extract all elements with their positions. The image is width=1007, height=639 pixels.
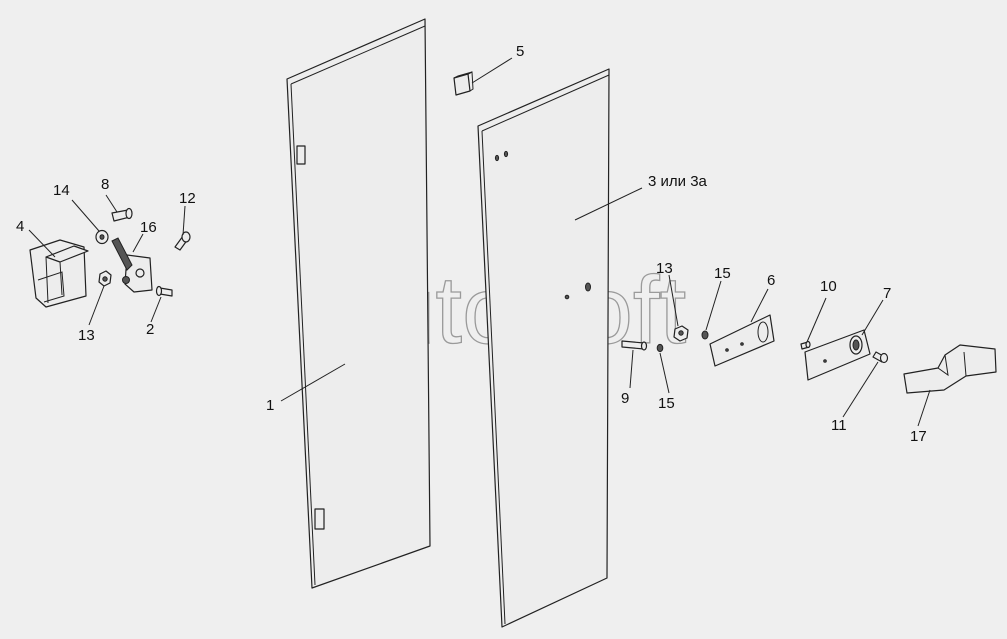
leader-lines	[28, 57, 931, 427]
part-15-washer-bottom	[656, 343, 664, 353]
part-8-bolt	[111, 207, 133, 222]
part-16-latch	[111, 237, 153, 293]
callout-5: 5	[516, 43, 524, 60]
callout-12: 12	[179, 190, 196, 207]
callout-3: 3 или 3а	[648, 173, 708, 190]
part-12-bolt	[174, 231, 191, 251]
part-13-nut-right	[673, 325, 689, 342]
part-14-washer	[95, 229, 109, 245]
part-1-door-panel	[286, 18, 431, 589]
callout-4: 4	[16, 218, 24, 235]
callout-2: 2	[146, 321, 154, 338]
callout-17: 17	[910, 428, 927, 445]
part-2-bolt	[155, 285, 173, 297]
callout-9: 9	[621, 390, 629, 407]
part-9-bolt	[621, 340, 648, 351]
hinge-top	[296, 145, 306, 165]
part-13-nut-left	[98, 270, 112, 287]
callout-13-left: 13	[78, 327, 95, 344]
part-3-door-panel	[477, 68, 610, 628]
part-7-plate	[804, 329, 871, 381]
callout-16: 16	[140, 219, 157, 236]
callout-8: 8	[101, 176, 109, 193]
part-11-bolt	[872, 351, 889, 364]
part-5-block	[453, 71, 474, 96]
callout-7: 7	[883, 285, 891, 302]
callout-1: 1	[266, 397, 274, 414]
callout-13-right: 13	[656, 260, 673, 277]
callout-6: 6	[767, 272, 775, 289]
callout-11: 11	[831, 417, 847, 434]
part-10-bolt	[800, 340, 811, 350]
hinge-bottom	[314, 508, 325, 530]
part-17-handle	[903, 344, 997, 394]
part-15-washer-top	[701, 330, 709, 340]
callout-10: 10	[820, 278, 837, 295]
callout-labels: 1 2 3 или 3а 4 5 6 7 8 9 10 11 12 13 13 …	[16, 43, 927, 445]
part-6-plate	[709, 314, 775, 367]
callout-14: 14	[53, 182, 70, 199]
callout-15-top: 15	[714, 265, 731, 282]
part-4-bracket	[29, 239, 89, 308]
callout-15-bottom: 15	[658, 395, 675, 412]
